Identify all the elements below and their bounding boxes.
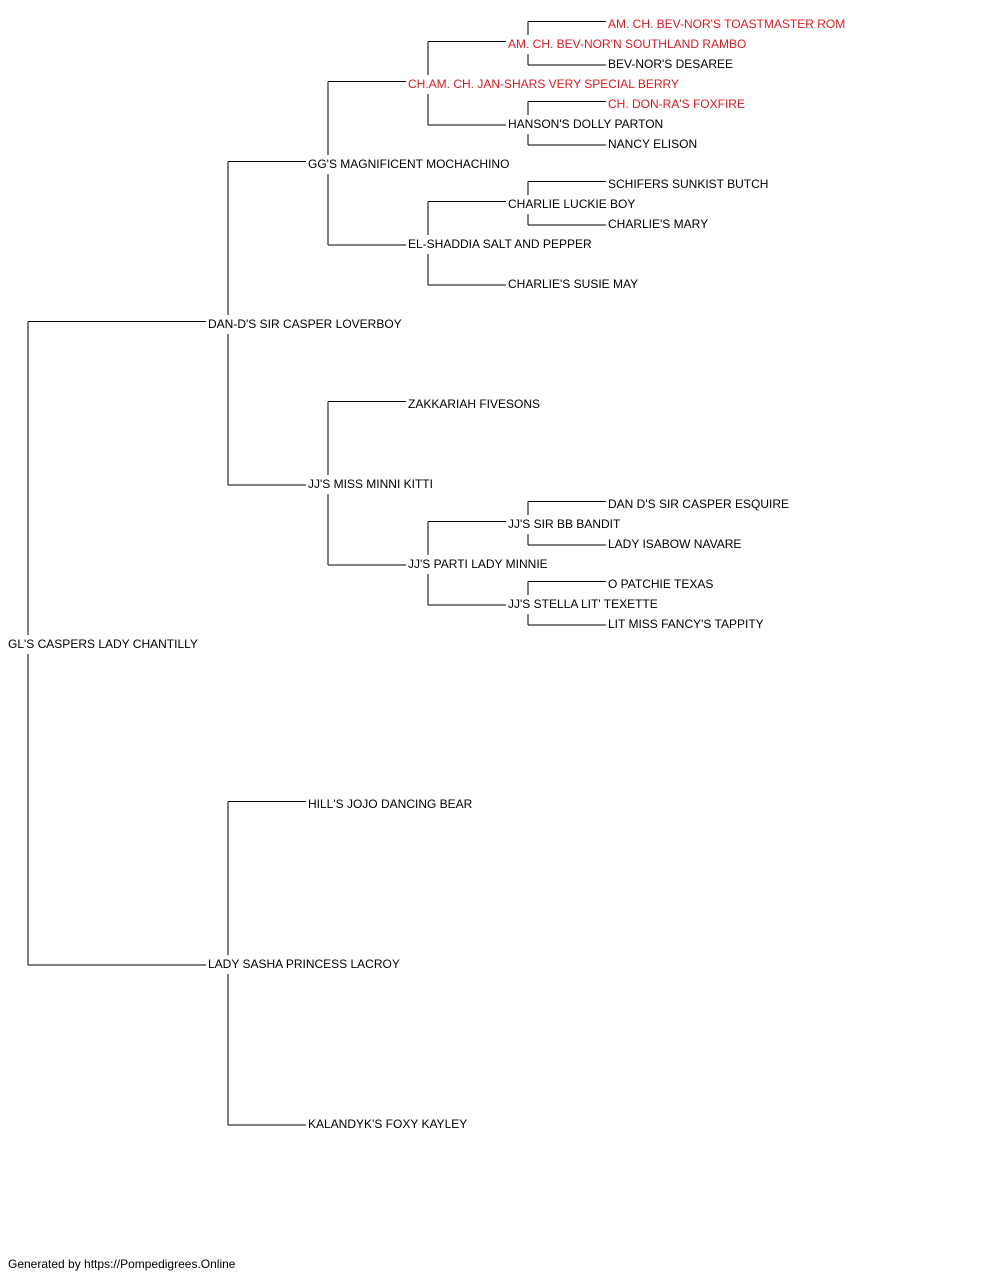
pedigree-name-ssd: EL-SHADDIA SALT AND PEPPER	[408, 237, 592, 251]
pedigree-name-ssdsd: CHARLIE'S MARY	[608, 217, 708, 231]
pedigree-name-sdds: JJ'S SIR BB BANDIT	[508, 517, 621, 531]
pedigree-name-s: DAN-D'S SIR CASPER LOVERBOY	[208, 317, 402, 331]
pedigree-name-sssss: AM. CH. BEV-NOR'S TOASTMASTER ROM	[608, 17, 845, 31]
pedigree-name-labels: GL'S CASPERS LADY CHANTILLY DAN-D'S SIR C…	[8, 17, 845, 1131]
pedigree-name-sdd: JJ'S PARTI LADY MINNIE	[408, 557, 548, 571]
pedigree-name-sssd: HANSON'S DOLLY PARTON	[508, 117, 663, 131]
pedigree-name-ssds: CHARLIE LUCKIE BOY	[508, 197, 635, 211]
pedigree-name-ssssd: BEV-NOR'S DESAREE	[608, 57, 733, 71]
pedigree-name-sss: CH.AM. CH. JAN-SHARS VERY SPECIAL BERRY	[408, 77, 679, 91]
pedigree-name-sddsd: LADY ISABOW NAVARE	[608, 537, 741, 551]
pedigree-name-sds: ZAKKARIAH FIVESONS	[408, 397, 540, 411]
pedigree-name-ssdd: CHARLIE'S SUSIE MAY	[508, 277, 638, 291]
pedigree-name-ssss: AM. CH. BEV-NOR'N SOUTHLAND RAMBO	[508, 37, 746, 51]
pedigree-name-dd: KALANDYK'S FOXY KAYLEY	[308, 1117, 467, 1131]
pedigree-connector-lines	[27, 21, 606, 1126]
pedigree-name-sdddd: LIT MISS FANCY'S TAPPITY	[608, 617, 764, 631]
pedigree-name-sssdd: NANCY ELISON	[608, 137, 697, 151]
pedigree-name-sddss: DAN D'S SIR CASPER ESQUIRE	[608, 497, 789, 511]
pedigree-name-ds: HILL'S JOJO DANCING BEAR	[308, 797, 473, 811]
pedigree-name-ssdss: SCHIFERS SUNKIST BUTCH	[608, 177, 768, 191]
pedigree-name-sd: JJ'S MISS MINNI KITTI	[308, 477, 433, 491]
pedigree-name-d: LADY SASHA PRINCESS LACROY	[208, 957, 400, 971]
pedigree-name-sddd: JJ'S STELLA LIT' TEXETTE	[508, 597, 658, 611]
pedigree-name-ss: GG'S MAGNIFICENT MOCHACHINO	[308, 157, 509, 171]
pedigree-name-self: GL'S CASPERS LADY CHANTILLY	[8, 637, 198, 651]
generated-by-footer: Generated by https://Pompedigrees.Online	[8, 1257, 236, 1271]
pedigree-name-sssds: CH. DON-RA'S FOXFIRE	[608, 97, 745, 111]
pedigree-name-sddds: O PATCHIE TEXAS	[608, 577, 713, 591]
